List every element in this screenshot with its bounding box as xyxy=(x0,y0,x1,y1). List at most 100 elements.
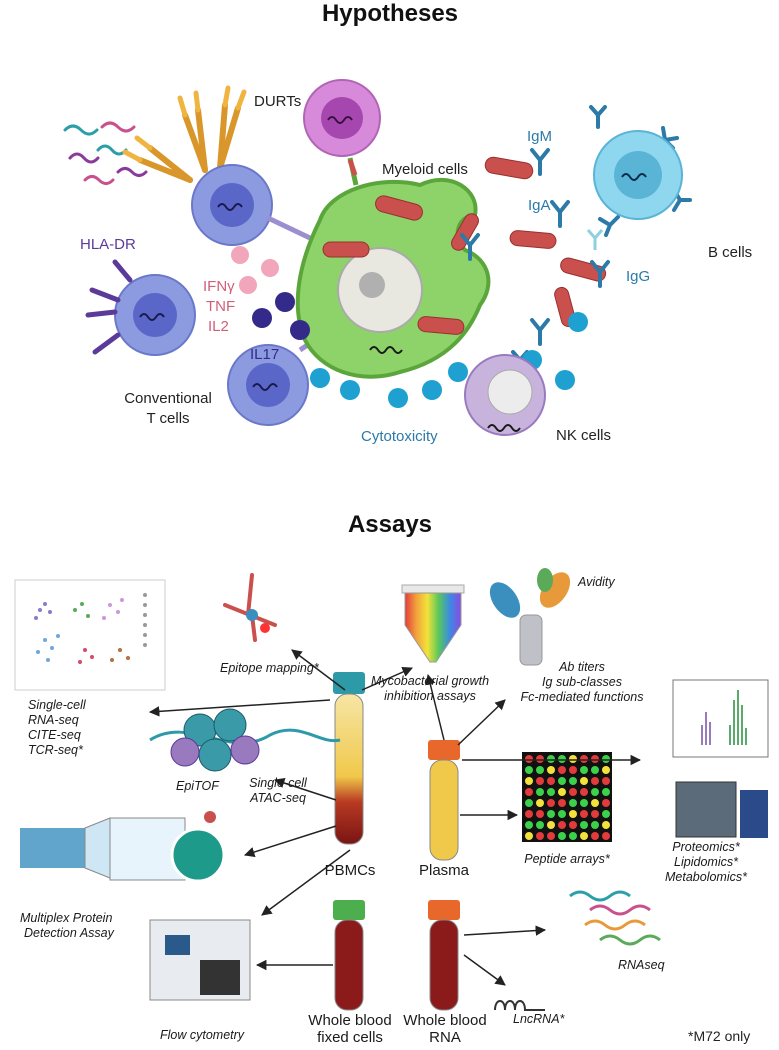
label-whole-blood-rna-2: RNA xyxy=(429,1029,461,1046)
label-multiplex-2: Detection Assay xyxy=(24,926,114,940)
array-spot xyxy=(591,766,599,774)
label-rnaseq: RNAseq xyxy=(618,958,665,972)
array-spot xyxy=(536,832,544,840)
array-spot xyxy=(569,832,577,840)
label-fc-functions: Fc-mediated functions xyxy=(520,690,644,704)
epitope-mapping-icon xyxy=(223,573,277,642)
array-spot xyxy=(580,777,588,785)
label-cite-seq: CITE-seq xyxy=(28,728,81,742)
assay-arrows xyxy=(148,649,642,986)
nk-cell xyxy=(464,354,546,436)
label-multiplex-1: Multiplex Protein xyxy=(20,911,113,925)
array-spot xyxy=(536,821,544,829)
array-spot xyxy=(580,766,588,774)
array-spot xyxy=(591,755,599,763)
antibodies xyxy=(460,105,692,374)
array-spot xyxy=(547,799,555,807)
label-single-cell: Single-cell xyxy=(28,698,86,712)
t-cell-bottom xyxy=(227,344,309,426)
mass-spectrometer xyxy=(675,781,768,838)
array-spot xyxy=(591,832,599,840)
durt-cell xyxy=(303,79,381,186)
array-spot xyxy=(602,799,610,807)
label-whole-blood-fixed-1: Whole blood xyxy=(308,1012,392,1029)
array-spot xyxy=(591,810,599,818)
label-nk-cells: NK cells xyxy=(556,427,612,444)
label-epitof: EpiTOF xyxy=(176,779,219,793)
cytotoxic-granules xyxy=(310,312,588,408)
array-spot xyxy=(602,821,610,829)
tcr-receptors xyxy=(137,102,241,183)
array-spot xyxy=(547,788,555,796)
label-lncrna: LncRNA* xyxy=(513,1012,565,1026)
array-spot xyxy=(525,821,533,829)
label-ab-titers: Ab titers xyxy=(559,660,605,674)
array-spot xyxy=(558,788,566,796)
label-peptide-arrays: Peptide arrays* xyxy=(524,852,610,866)
array-spot xyxy=(602,766,610,774)
label-rna-seq: RNA-seq xyxy=(28,713,79,727)
array-spot xyxy=(580,821,588,829)
b-cell xyxy=(593,130,683,220)
array-spot xyxy=(558,821,566,829)
array-spot xyxy=(547,832,555,840)
label-pbmcs: PBMCs xyxy=(324,862,376,879)
array-spot xyxy=(536,777,544,785)
array-spot xyxy=(525,832,533,840)
label-proteomics: Proteomics* xyxy=(672,840,740,854)
label-mgia-1: Mycobacterial growth xyxy=(370,674,490,688)
array-spot xyxy=(569,755,577,763)
label-flow-cytometry: Flow cytometry xyxy=(160,1028,245,1042)
label-igm: IgM xyxy=(527,128,553,145)
array-spot xyxy=(558,799,566,807)
label-durts: DURTs xyxy=(254,93,302,110)
label-cytokine-tnf: TNF xyxy=(206,298,236,315)
label-atac-2: ATAC-seq xyxy=(250,791,306,805)
array-spot xyxy=(591,788,599,796)
array-spot xyxy=(536,755,544,763)
hypotheses-title: Hypotheses xyxy=(321,0,459,27)
array-spot xyxy=(602,755,610,763)
array-spot xyxy=(536,799,544,807)
pbmc-tube xyxy=(333,672,365,845)
peptide-array xyxy=(522,752,612,842)
array-spot xyxy=(558,810,566,818)
array-spot xyxy=(580,788,588,796)
array-spot xyxy=(547,766,555,774)
array-spot xyxy=(547,810,555,818)
array-spot xyxy=(525,777,533,785)
label-conventional: Conventional xyxy=(124,390,212,407)
label-whole-blood-fixed-2: fixed cells xyxy=(317,1029,383,1046)
array-spot xyxy=(580,832,588,840)
plasma-tube xyxy=(428,740,460,861)
label-cytotoxicity: Cytotoxicity xyxy=(361,428,438,445)
label-whole-blood-rna-1: Whole blood xyxy=(403,1012,487,1029)
label-lipidomics: Lipidomics* xyxy=(674,855,738,869)
label-igg: IgG xyxy=(626,268,651,285)
label-plasma: Plasma xyxy=(418,862,470,879)
t-cell-top xyxy=(191,164,273,246)
array-spot xyxy=(536,788,544,796)
array-spot xyxy=(547,777,555,785)
label-myeloid-cells: Myeloid cells xyxy=(382,161,468,178)
array-spot xyxy=(547,755,555,763)
array-spot xyxy=(525,755,533,763)
t-cell-conventional xyxy=(85,259,196,356)
array-spot xyxy=(591,821,599,829)
flow-cytometer xyxy=(149,919,251,1001)
array-spot xyxy=(602,777,610,785)
label-avidity: Avidity xyxy=(578,575,615,589)
label-t-cells: T cells xyxy=(146,410,190,427)
array-spot xyxy=(602,788,610,796)
array-spot xyxy=(591,777,599,785)
array-spot xyxy=(525,788,533,796)
array-spot xyxy=(580,799,588,807)
label-tcr-seq: TCR-seq* xyxy=(28,743,83,757)
label-hla-dr: HLA-DR xyxy=(80,236,136,253)
array-spot xyxy=(569,788,577,796)
footnote: *M72 only xyxy=(688,1028,751,1044)
array-spot xyxy=(569,821,577,829)
mass-spec-chart xyxy=(672,679,769,758)
array-spot xyxy=(558,777,566,785)
